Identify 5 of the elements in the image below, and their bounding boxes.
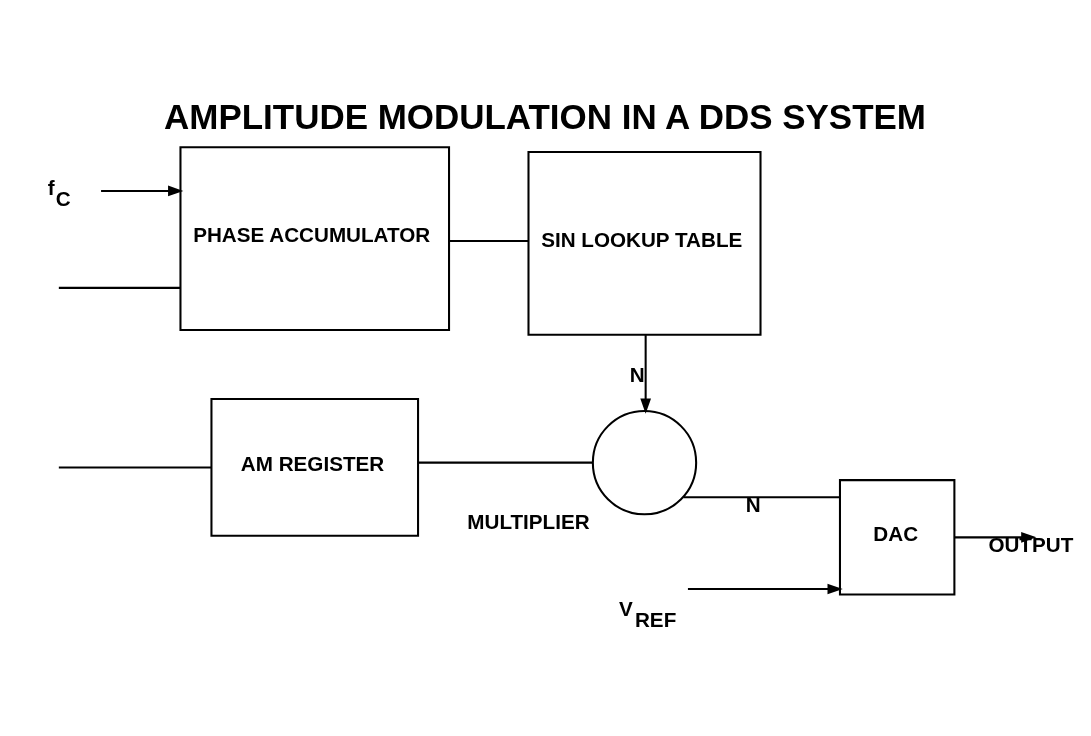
edge-label: N (629, 362, 645, 386)
edge-label: OUTPUT (988, 532, 1074, 556)
node-label: MULTIPLIER (467, 509, 590, 533)
diagram-title: AMPLITUDE MODULATION IN A DDS SYSTEM (164, 96, 926, 136)
edge-label: N (745, 492, 761, 516)
